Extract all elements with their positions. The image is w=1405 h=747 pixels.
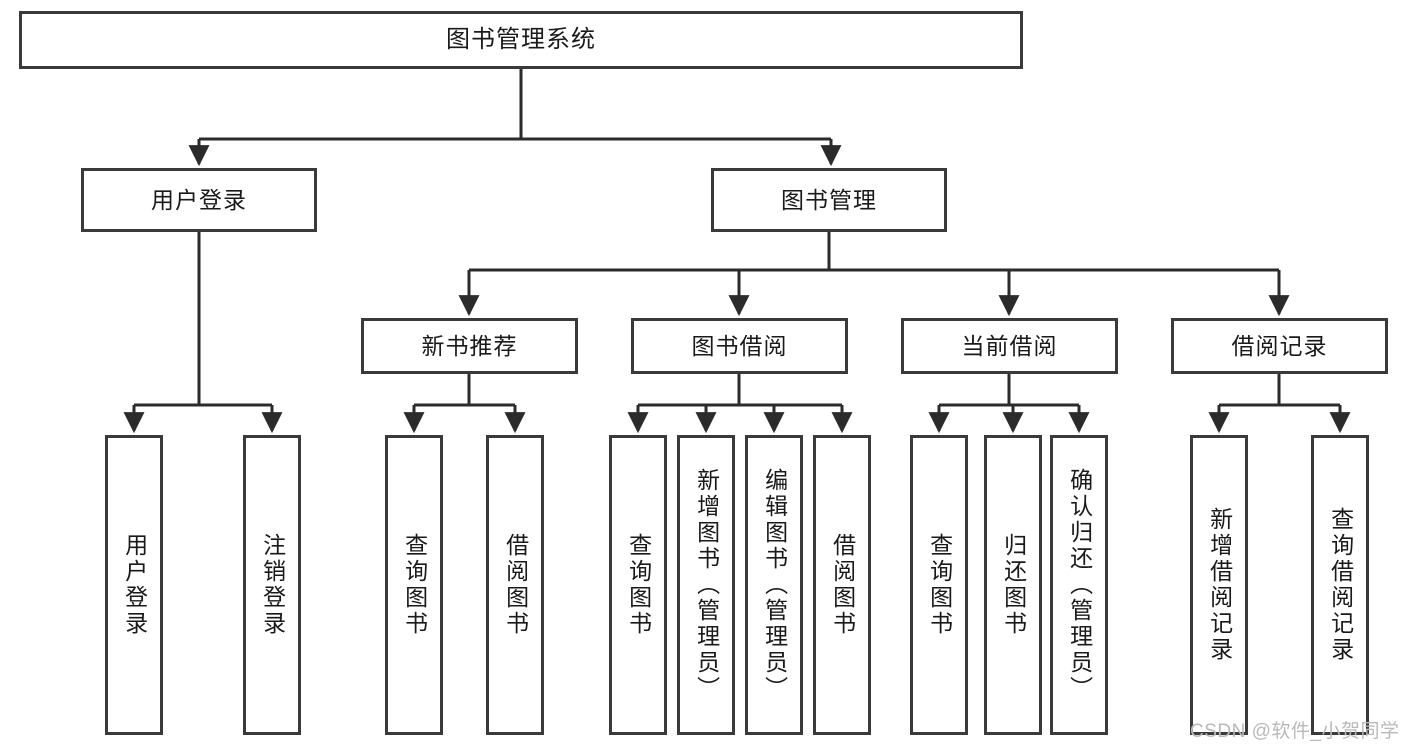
leaf-query-borrow-record[interactable]: 查询借阅记录 xyxy=(1311,435,1369,735)
node-label: 查询图书 xyxy=(401,533,428,637)
node-user-login[interactable]: 用户登录 xyxy=(81,168,317,232)
node-new-book-recommend[interactable]: 新书推荐 xyxy=(361,318,578,374)
node-label: 新增图书（管理员） xyxy=(693,468,720,702)
node-label: 图书管理系统 xyxy=(446,26,596,54)
node-book-borrow[interactable]: 图书借阅 xyxy=(631,318,848,374)
leaf-confirm-return-admin[interactable]: 确认归还（管理员） xyxy=(1050,435,1108,735)
node-root-system[interactable]: 图书管理系统 xyxy=(19,11,1023,69)
node-label: 借阅图书 xyxy=(502,533,529,637)
node-book-management[interactable]: 图书管理 xyxy=(711,168,947,232)
leaf-add-borrow-record[interactable]: 新增借阅记录 xyxy=(1190,435,1248,735)
leaf-edit-book-admin[interactable]: 编辑图书（管理员） xyxy=(745,435,803,735)
leaf-query-book-current[interactable]: 查询图书 xyxy=(910,435,968,735)
leaf-borrow-book[interactable]: 借阅图书 xyxy=(813,435,871,735)
node-label: 新增借阅记录 xyxy=(1206,507,1233,663)
node-label: 确认归还（管理员） xyxy=(1066,468,1093,702)
leaf-return-book[interactable]: 归还图书 xyxy=(984,435,1042,735)
node-label: 用户登录 xyxy=(151,186,247,213)
node-label: 编辑图书（管理员） xyxy=(761,468,788,702)
node-label: 归还图书 xyxy=(1000,533,1027,637)
node-label: 注销登录 xyxy=(259,533,286,637)
node-label: 查询图书 xyxy=(926,533,953,637)
leaf-logout[interactable]: 注销登录 xyxy=(243,435,301,735)
node-label: 图书借阅 xyxy=(691,332,788,359)
node-label: 用户登录 xyxy=(121,533,148,637)
node-label: 查询图书 xyxy=(625,533,652,637)
node-label: 借阅记录 xyxy=(1231,332,1328,359)
node-borrow-record[interactable]: 借阅记录 xyxy=(1171,318,1388,374)
node-label: 借阅图书 xyxy=(829,533,856,637)
leaf-add-book-admin[interactable]: 新增图书（管理员） xyxy=(677,435,735,735)
node-label: 图书管理 xyxy=(781,186,877,213)
leaf-borrow-book-recommend[interactable]: 借阅图书 xyxy=(486,435,544,735)
leaf-user-login[interactable]: 用户登录 xyxy=(105,435,163,735)
node-label: 当前借阅 xyxy=(961,332,1058,359)
node-label: 新书推荐 xyxy=(421,332,518,359)
node-label: 查询借阅记录 xyxy=(1327,507,1354,663)
leaf-query-book-borrow[interactable]: 查询图书 xyxy=(609,435,667,735)
watermark: CSDN @软件_小贺同学 xyxy=(1190,721,1400,742)
leaf-query-book-recommend[interactable]: 查询图书 xyxy=(385,435,443,735)
node-current-borrow[interactable]: 当前借阅 xyxy=(901,318,1118,374)
